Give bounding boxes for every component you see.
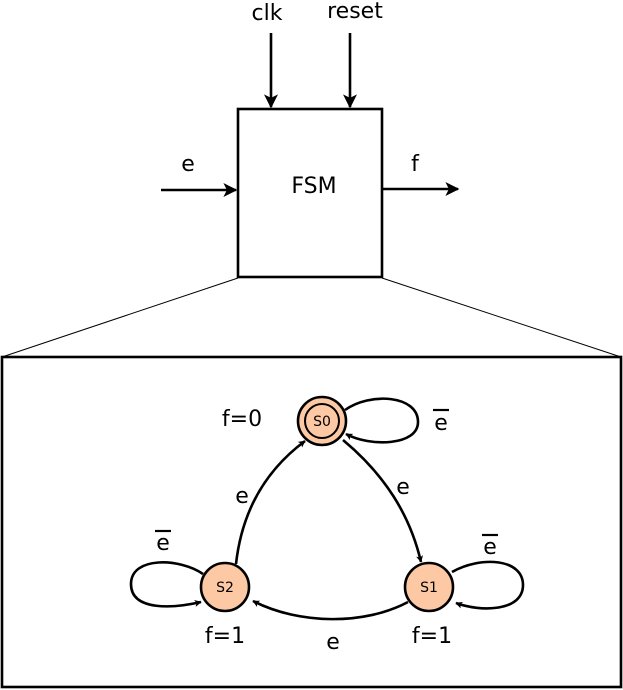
label-s1-s2: e bbox=[326, 630, 340, 655]
f-output-label: f bbox=[411, 152, 420, 177]
state-s1-output: f=1 bbox=[412, 624, 452, 649]
state-diagram-panel bbox=[0, 355, 623, 689]
e-input: e bbox=[161, 152, 238, 197]
transition-s0-s1 bbox=[342, 439, 423, 563]
transition-s1-s1 bbox=[451, 560, 525, 610]
transition-s2-s2 bbox=[129, 561, 204, 608]
clk-label: clk bbox=[252, 1, 283, 26]
state-s2: S2 f=1 bbox=[199, 561, 251, 649]
zoom-line-left bbox=[1, 277, 239, 358]
state-s2-label: S2 bbox=[216, 580, 234, 596]
fsm-block: FSM bbox=[236, 107, 384, 279]
label-s0-s1: e bbox=[396, 475, 410, 500]
reset-input: reset bbox=[327, 0, 383, 109]
fsm-label: FSM bbox=[291, 174, 336, 199]
label-s2-self: e bbox=[156, 531, 170, 556]
state-s0: S0 f=0 bbox=[222, 395, 348, 447]
state-s2-circle bbox=[199, 561, 251, 613]
transition-labels: e e e e e e bbox=[155, 408, 498, 655]
transition-s2-s0 bbox=[234, 439, 306, 565]
reset-label: reset bbox=[327, 0, 383, 24]
label-s1-self: e bbox=[483, 535, 497, 560]
state-s1: S1 f=1 bbox=[403, 561, 455, 649]
transition-s0-s0 bbox=[344, 397, 420, 444]
label-s2-s0: e bbox=[235, 484, 249, 509]
f-output: f bbox=[382, 152, 460, 196]
transitions bbox=[129, 397, 525, 621]
state-s0-label: S0 bbox=[313, 414, 331, 430]
state-s2-output: f=1 bbox=[205, 624, 245, 649]
state-s0-output: f=0 bbox=[222, 407, 262, 432]
zoom-line-right bbox=[381, 277, 622, 358]
state-s1-label: S1 bbox=[420, 580, 438, 596]
state-s1-circle bbox=[403, 561, 455, 613]
state-s0-inner-circle bbox=[304, 403, 340, 439]
clk-input: clk bbox=[252, 1, 283, 109]
e-input-label: e bbox=[181, 152, 195, 177]
label-s0-self: e bbox=[434, 411, 448, 436]
fsm-box bbox=[236, 107, 384, 279]
transition-s1-s2 bbox=[252, 599, 409, 621]
